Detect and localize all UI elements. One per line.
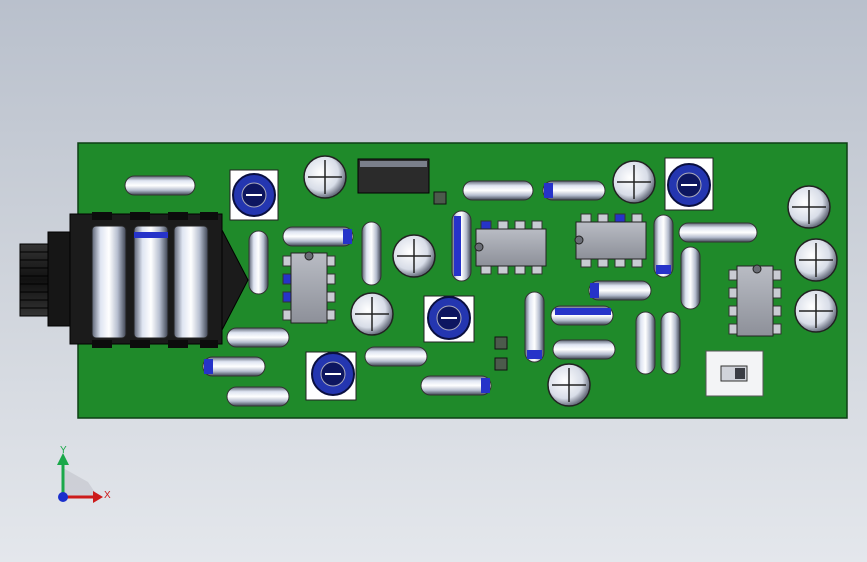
polarity-band-marks <box>204 183 611 393</box>
film-capacitor-icon <box>357 158 430 194</box>
slide-switch-icon <box>705 350 764 397</box>
dip8-ic-icon <box>282 213 782 337</box>
axis-x-label: X <box>104 490 111 501</box>
axis-triad-icon <box>57 453 103 503</box>
capacitor-icon <box>303 155 838 407</box>
resistor-icon <box>248 210 701 375</box>
test-pad-icon <box>433 191 508 371</box>
axis-y-label: Y <box>60 445 67 456</box>
trimmer-pot-icon <box>229 157 714 401</box>
audio-jack-icon <box>19 212 249 348</box>
resistor-icon <box>124 175 758 407</box>
